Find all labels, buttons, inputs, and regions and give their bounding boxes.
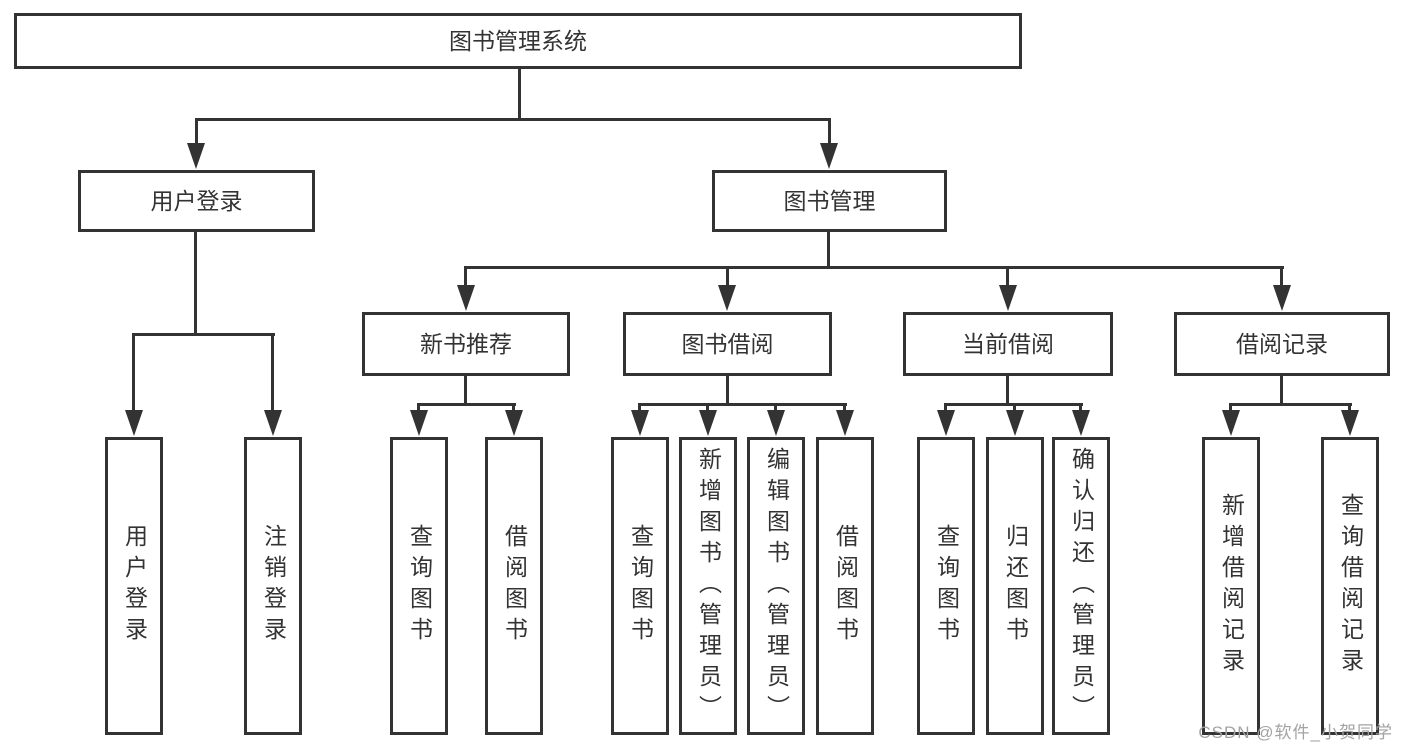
leaf-borrowing-query-books: 查询图书 (611, 437, 669, 735)
node-user-login: 用户登录 (78, 170, 315, 232)
leaf-current-confirm-return-admin: 确认归还（管理员） (1052, 437, 1110, 735)
arrow-current-confirm (1072, 410, 1090, 436)
connector-recommend-drop-1 (417, 403, 420, 415)
connector-borrowing-drop-3 (774, 403, 777, 415)
arrow-records-query (1341, 410, 1359, 436)
arrow-recommend-query (410, 410, 428, 436)
arrow-current-return (1006, 410, 1024, 436)
arrow-borrowing-add (699, 410, 717, 436)
connector-mgmt-stem (827, 232, 830, 268)
leaf-borrowing-borrow-books: 借阅图书 (816, 437, 874, 735)
leaf-records-add-record: 新增借阅记录 (1202, 437, 1260, 735)
connector-user-drop-1 (132, 333, 135, 413)
arrow-to-borrowing-records (1273, 285, 1291, 311)
leaf-logout: 注销登录 (244, 437, 302, 735)
leaf-current-return-books: 归还图书 (986, 437, 1044, 735)
node-book-management-system: 图书管理系统 (14, 13, 1022, 69)
connector-records-drop-2 (1348, 403, 1351, 415)
connector-mgmt-drop-2 (726, 266, 729, 290)
connector-borrowing-bar (639, 403, 847, 406)
node-book-management: 图书管理 (712, 170, 947, 232)
connector-root-stem (518, 69, 521, 118)
connector-borrowing-stem (726, 376, 729, 406)
node-borrowing-records: 借阅记录 (1174, 312, 1390, 376)
connector-root-bar (195, 118, 831, 121)
connector-user-bar (133, 333, 275, 336)
leaf-recommend-query-books: 查询图书 (390, 437, 448, 735)
leaf-records-query-record: 查询借阅记录 (1321, 437, 1379, 735)
connector-mgmt-drop-1 (464, 266, 467, 290)
leaf-borrowing-edit-book-admin: 编辑图书（管理员） (747, 437, 805, 735)
arrow-to-user-login (187, 143, 205, 169)
leaf-user-login: 用户登录 (105, 437, 163, 735)
connector-root-right-drop (828, 118, 831, 150)
connector-records-bar (1230, 403, 1352, 406)
arrow-records-add (1222, 410, 1240, 436)
arrow-to-current-borrowing (999, 285, 1017, 311)
arrow-to-new-book-recommend (457, 285, 475, 311)
connector-recommend-bar (418, 403, 516, 406)
arrow-to-leaf-user-login (125, 410, 143, 436)
connector-mgmt-drop-3 (1006, 266, 1009, 290)
leaf-current-query-books: 查询图书 (917, 437, 975, 735)
node-book-borrowing: 图书借阅 (623, 312, 832, 376)
connector-root-left-drop (195, 118, 198, 150)
connector-current-drop-2 (1013, 403, 1016, 415)
connector-current-drop-1 (944, 403, 947, 415)
connector-records-drop-1 (1229, 403, 1232, 415)
node-current-borrowing: 当前借阅 (903, 312, 1113, 376)
node-new-book-recommend: 新书推荐 (362, 312, 570, 376)
arrow-borrowing-query (631, 410, 649, 436)
connector-borrowing-drop-2 (706, 403, 709, 415)
csdn-watermark: CSDN @软件_小贺同学 (1198, 723, 1393, 742)
connector-recommend-stem (464, 376, 467, 406)
leaf-borrowing-add-book-admin: 新增图书（管理员） (679, 437, 737, 735)
connector-current-drop-3 (1079, 403, 1082, 415)
connector-user-drop-2 (271, 333, 274, 413)
arrow-to-book-borrowing (718, 285, 736, 311)
leaf-recommend-borrow-books: 借阅图书 (485, 437, 543, 735)
connector-recommend-drop-2 (512, 403, 515, 415)
connector-mgmt-drop-4 (1280, 266, 1283, 290)
connector-borrowing-drop-4 (843, 403, 846, 415)
arrow-current-query (937, 410, 955, 436)
arrow-recommend-borrow (505, 410, 523, 436)
connector-records-stem (1280, 376, 1283, 406)
connector-user-stem (194, 232, 197, 336)
connector-borrowing-drop-1 (638, 403, 641, 415)
arrow-borrowing-borrow (836, 410, 854, 436)
arrow-to-leaf-logout (264, 410, 282, 436)
arrow-to-book-management (820, 143, 838, 169)
connector-current-stem (1006, 376, 1009, 406)
arrow-borrowing-edit (767, 410, 785, 436)
connector-mgmt-bar (465, 266, 1284, 269)
